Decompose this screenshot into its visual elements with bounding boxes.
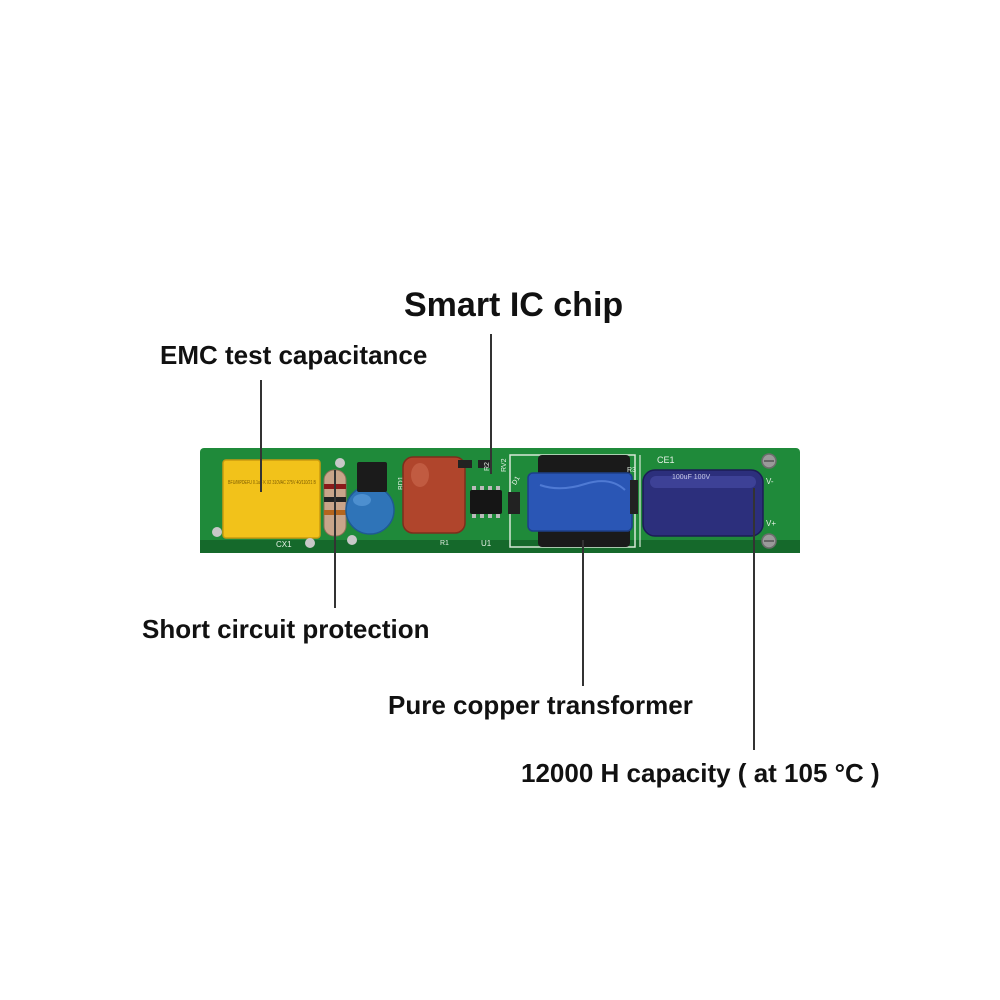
leader-transformer bbox=[582, 540, 584, 686]
ic-pin bbox=[488, 486, 492, 490]
callout-short-circuit-protection: Short circuit protection bbox=[142, 614, 430, 644]
emc-x2-capacitor bbox=[222, 459, 321, 539]
solder-pad bbox=[305, 538, 315, 548]
leader-capacitor bbox=[753, 488, 755, 750]
leader-short-circuit bbox=[334, 470, 336, 608]
varistor bbox=[345, 485, 395, 535]
xcap-marking: BFU/MPDEFU 0.1uF K X2 310VAC 275V 40/110… bbox=[228, 480, 316, 486]
r2-label: R2 bbox=[484, 462, 491, 471]
v-minus-label: V- bbox=[766, 477, 774, 486]
cx1-label: CX1 bbox=[276, 540, 292, 549]
ic-pin bbox=[480, 514, 484, 518]
callout-smart-ic-chip: Smart IC chip bbox=[404, 286, 624, 324]
solder-pad bbox=[347, 535, 357, 545]
u1-label: U1 bbox=[481, 539, 492, 548]
cap-marking: 100uF 100V bbox=[672, 474, 710, 481]
diode bbox=[508, 492, 520, 514]
r1-label: R1 bbox=[440, 540, 449, 547]
d1-label: D1 bbox=[511, 475, 522, 486]
solder-pad bbox=[212, 527, 222, 537]
r3-label: R3 bbox=[627, 467, 636, 474]
transformer-core-top bbox=[538, 455, 630, 477]
cap-sleeve-shine bbox=[650, 476, 756, 488]
leader-smart-ic bbox=[490, 334, 492, 474]
bridge-rectifier bbox=[357, 462, 387, 492]
ic-pin bbox=[472, 486, 476, 490]
film-cap-highlight bbox=[411, 463, 429, 487]
bd1-label: BD1 bbox=[398, 476, 405, 490]
callout-pure-copper-transformer: Pure copper transformer bbox=[388, 690, 693, 720]
tape-wrinkle bbox=[539, 480, 626, 491]
smart-ic-chip bbox=[470, 490, 502, 514]
ic-pin bbox=[488, 514, 492, 518]
solder-pad bbox=[335, 458, 345, 468]
rv2-label: RV2 bbox=[501, 458, 508, 472]
smd-resistor bbox=[478, 460, 492, 468]
ce1-label: CE1 bbox=[657, 455, 675, 465]
film-capacitor bbox=[402, 456, 466, 534]
transformer-core-bottom bbox=[538, 527, 630, 547]
ic-pin bbox=[496, 486, 500, 490]
ic-pin bbox=[472, 514, 476, 518]
varistor-highlight bbox=[353, 494, 371, 506]
leader-emc bbox=[260, 380, 262, 492]
callout-emc-test-capacitance: EMC test capacitance bbox=[160, 340, 428, 370]
v-plus-label: V+ bbox=[766, 519, 776, 528]
ic-pin bbox=[480, 486, 484, 490]
smd-resistor bbox=[458, 460, 472, 468]
callout-capacitor-life: 12000 H capacity ( at 105 °C ) bbox=[521, 758, 880, 788]
ic-pin bbox=[496, 514, 500, 518]
smd-resistor bbox=[630, 480, 638, 514]
copper-transformer bbox=[527, 472, 633, 532]
